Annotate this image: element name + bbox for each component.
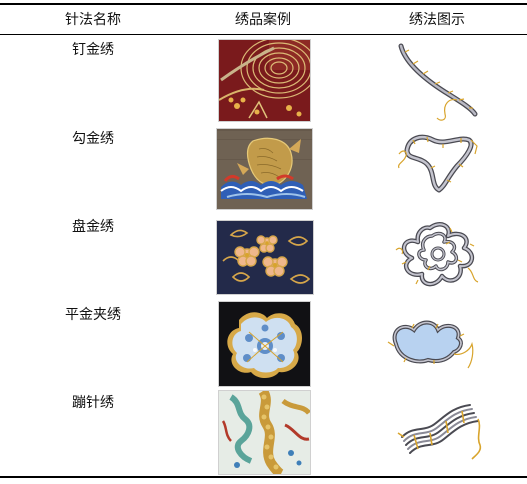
stitch-diagram-4 bbox=[384, 316, 480, 376]
stitch-diagram-3 bbox=[390, 220, 486, 300]
top-rule bbox=[0, 3, 527, 5]
embroidery-photo-4 bbox=[218, 301, 311, 387]
stitch-name-2: 勾金绣 bbox=[72, 131, 114, 147]
stitch-name-4: 平金夹绣 bbox=[65, 307, 121, 323]
header-stitch-name: 针法名称 bbox=[65, 12, 121, 28]
stitch-diagram-2 bbox=[393, 128, 483, 200]
embroidery-photo-5 bbox=[218, 390, 311, 475]
stitch-name-5: 蹦针绣 bbox=[72, 395, 114, 411]
stitch-diagram-1 bbox=[393, 42, 483, 124]
header-stitch-diagram: 绣法图示 bbox=[409, 12, 465, 28]
embroidery-photo-3 bbox=[216, 220, 314, 295]
header-rule bbox=[0, 34, 527, 35]
stitch-name-3: 盘金绣 bbox=[72, 219, 114, 235]
stitch-name-1: 钉金绣 bbox=[72, 42, 114, 58]
embroidery-photo-2 bbox=[216, 128, 313, 210]
stitch-diagram-5 bbox=[392, 393, 488, 465]
embroidery-photo-1 bbox=[218, 39, 311, 122]
bottom-rule bbox=[0, 476, 527, 478]
header-embroidery-example: 绣品案例 bbox=[235, 12, 291, 28]
